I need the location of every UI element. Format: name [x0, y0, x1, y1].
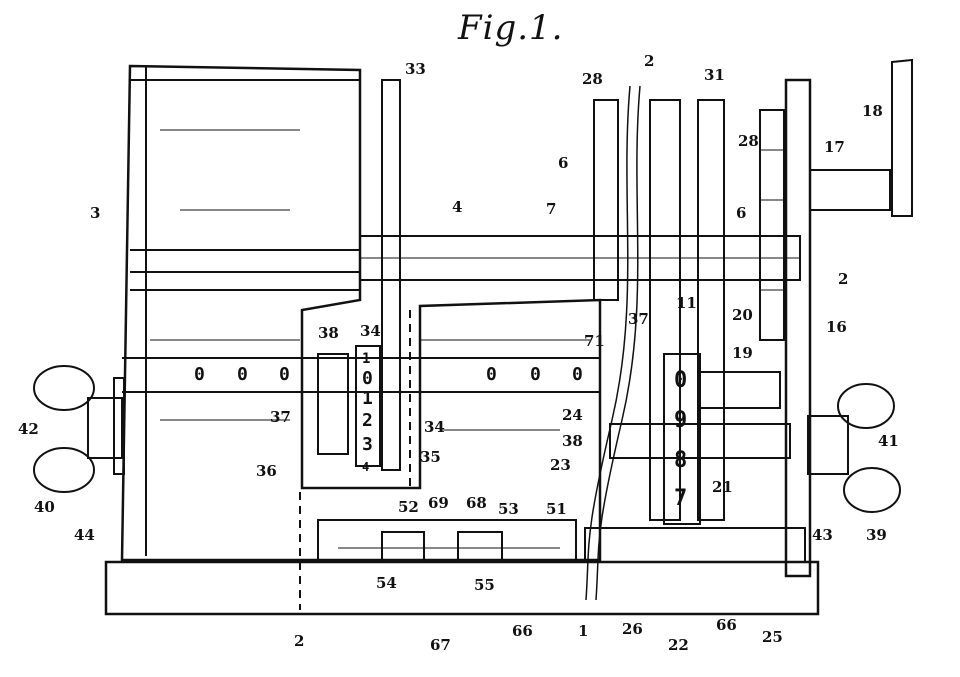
ref-label: 66 — [512, 622, 533, 640]
ref-label: 41 — [878, 432, 899, 450]
ref-label: 3 — [90, 204, 101, 222]
ref-label: 37 — [628, 310, 649, 328]
left-counter-digit: 0 — [279, 364, 290, 385]
ref-label: 34 — [360, 322, 381, 340]
left-wheel-digit: 2 — [362, 410, 373, 431]
crank-shaft — [809, 169, 891, 211]
ref-label: 39 — [866, 526, 887, 544]
ref-label: 2 — [838, 270, 849, 288]
ref-label: 54 — [376, 574, 397, 592]
ref-label: 18 — [862, 102, 883, 120]
gear-54 — [381, 531, 425, 563]
wing-nut-39-bottom — [843, 467, 901, 513]
ref-label: 36 — [256, 462, 277, 480]
lower-casing — [317, 519, 577, 563]
gear-17 — [759, 109, 785, 341]
ref-label: 53 — [498, 500, 519, 518]
right-wheel-digit: 7 — [674, 486, 688, 511]
ref-label: 42 — [18, 420, 39, 438]
right-counter-digit: 0 — [486, 364, 497, 385]
ref-label: 2 — [644, 52, 655, 70]
ref-label: 69 — [428, 494, 449, 512]
left-counter-digit: 0 — [194, 364, 205, 385]
ref-label: 38 — [562, 432, 583, 450]
ref-label: 28 — [582, 70, 603, 88]
ref-label: 21 — [712, 478, 733, 496]
ref-label: 24 — [562, 406, 583, 424]
ref-label: 22 — [668, 636, 689, 654]
ref-label: 26 — [622, 620, 643, 638]
crank-handle-18 — [891, 58, 913, 217]
ref-label: 17 — [824, 138, 845, 156]
ref-label: 55 — [474, 576, 495, 594]
ref-label: 67 — [430, 636, 451, 654]
ref-label: 71 — [584, 332, 605, 350]
lower-casing-right — [584, 527, 806, 563]
ref-label: 1 — [578, 622, 589, 640]
right-counter-digit: 0 — [572, 364, 583, 385]
ref-label: 16 — [826, 318, 847, 336]
ref-label: 52 — [398, 498, 419, 516]
ref-label: 37 — [270, 408, 291, 426]
gear-55 — [457, 531, 503, 563]
ref-label: 11 — [676, 294, 697, 312]
ref-label: 6 — [736, 204, 747, 222]
ref-label: 31 — [704, 66, 725, 84]
ref-label: 28 — [738, 132, 759, 150]
break-line — [585, 85, 631, 601]
left-wheel-digit: 3 — [362, 434, 373, 455]
right-wheel-digit: 8 — [674, 448, 688, 473]
ref-label: 40 — [34, 498, 55, 516]
rack-bar — [381, 79, 401, 471]
left-wheel-digit: 1 — [362, 388, 373, 409]
right-wheel-digit: 9 — [674, 408, 688, 433]
ref-label: 23 — [550, 456, 571, 474]
left-wheel-digit: 1 — [362, 351, 371, 367]
ref-label: 35 — [420, 448, 441, 466]
ref-label: 4 — [452, 198, 463, 216]
wing-nut-39-top — [837, 383, 895, 429]
left-housing — [120, 64, 602, 562]
shaft-23 — [609, 423, 791, 459]
shaft-19 — [699, 371, 781, 409]
ref-label: 20 — [732, 306, 753, 324]
dashed-outline — [299, 310, 411, 610]
ref-label: 19 — [732, 344, 753, 362]
right-digit-wheel — [663, 353, 701, 525]
ref-label: 44 — [74, 526, 95, 544]
left-wheel-digit: 0 — [362, 368, 373, 389]
base-plate — [104, 560, 820, 616]
ref-label: 34 — [424, 418, 445, 436]
left-digit-wheel — [355, 345, 381, 467]
ref-label: 2 — [294, 632, 305, 650]
ref-label: 66 — [716, 616, 737, 634]
wing-nut-40-bottom — [33, 447, 95, 493]
left-wheel-digit: 4 — [362, 460, 370, 474]
right-frame — [784, 78, 812, 578]
wing-nut-40-top — [33, 365, 95, 411]
ref-label: 6 — [558, 154, 569, 172]
ref-label: 38 — [318, 324, 339, 342]
ref-label: 7 — [546, 200, 557, 218]
ref-label: 51 — [546, 500, 567, 518]
ref-label: 25 — [762, 628, 783, 646]
ref-label: 43 — [812, 526, 833, 544]
right-wheel-digit: 0 — [674, 368, 688, 393]
ref-label: 68 — [466, 494, 487, 512]
right-counter-digit: 0 — [530, 364, 541, 385]
figure-title: Fig.1. — [458, 8, 564, 48]
frame-plate-6b — [697, 99, 725, 521]
ref-label: 33 — [405, 60, 426, 78]
frame-plate-6a — [593, 99, 619, 301]
left-counter-digit: 0 — [237, 364, 248, 385]
